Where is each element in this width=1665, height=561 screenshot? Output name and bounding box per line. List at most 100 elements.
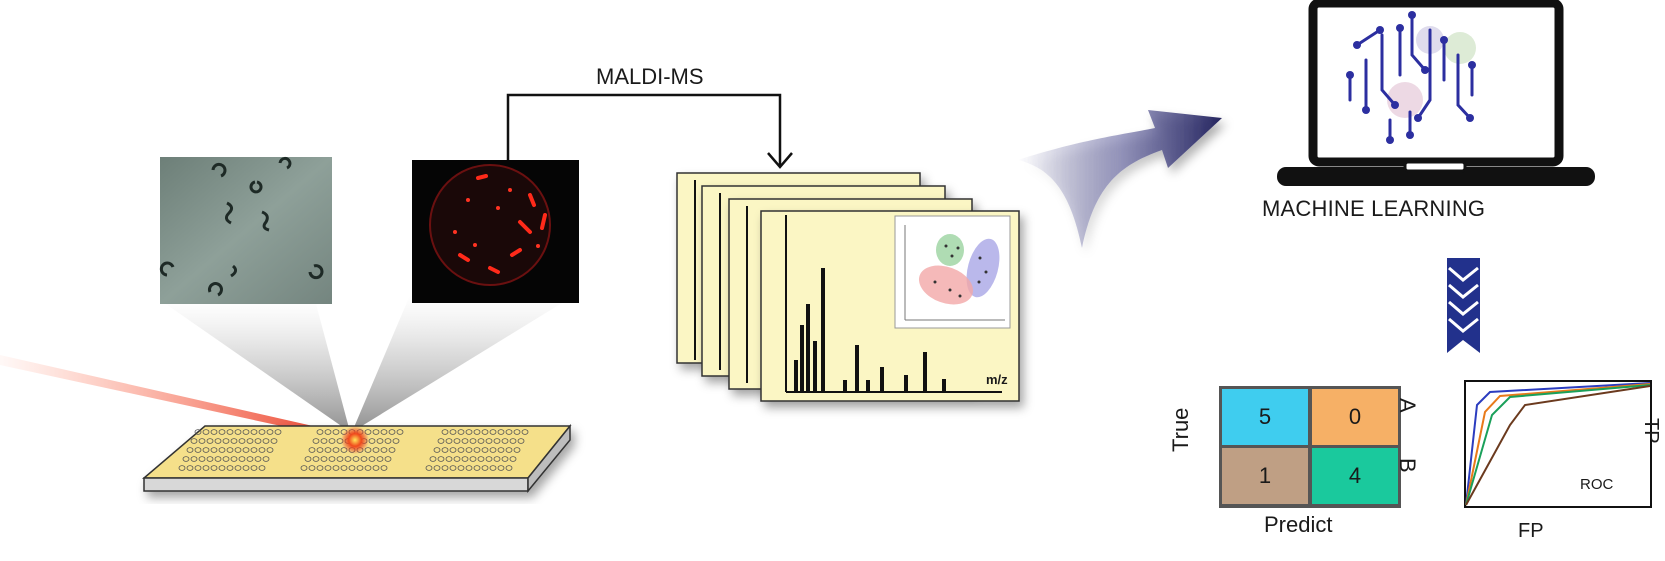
target-well — [469, 456, 477, 462]
target-well — [186, 447, 194, 453]
confusion-cell-true-b-pred-a: 1 — [1222, 448, 1308, 504]
target-well — [465, 447, 473, 453]
target-well — [242, 429, 250, 435]
target-well — [258, 429, 266, 435]
target-well — [473, 447, 481, 453]
target-well — [218, 429, 226, 435]
target-well — [190, 438, 198, 444]
maldi-connector — [506, 93, 793, 169]
target-well — [392, 438, 400, 444]
roc-label: ROC — [1580, 476, 1614, 493]
target-well — [332, 447, 340, 453]
target-well — [457, 447, 465, 453]
target-well — [304, 456, 312, 462]
target-well — [473, 429, 481, 435]
target-well — [266, 447, 274, 453]
target-well — [300, 465, 308, 471]
class-b-label: B — [1395, 458, 1420, 473]
fluorescence-image — [412, 160, 579, 303]
target-well — [372, 447, 380, 453]
target-well — [316, 447, 324, 453]
target-well — [360, 456, 368, 462]
target-well — [182, 456, 190, 462]
target-well — [513, 429, 521, 435]
confusion-cell-true-a-pred-b: 0 — [1312, 389, 1398, 445]
target-well — [320, 438, 328, 444]
target-well — [274, 429, 282, 435]
target-well — [340, 465, 348, 471]
target-well — [429, 456, 437, 462]
target-well — [509, 456, 517, 462]
target-well — [316, 465, 324, 471]
target-well — [449, 447, 457, 453]
target-well — [477, 456, 485, 462]
target-well — [481, 447, 489, 453]
target-well — [242, 447, 250, 453]
laser-beam — [0, 355, 357, 442]
target-well — [441, 447, 449, 453]
roc-plot — [1464, 380, 1652, 508]
target-well — [352, 456, 360, 462]
target-well — [186, 465, 194, 471]
confusion-cell-true-b-pred-b: 4 — [1312, 448, 1398, 504]
target-well — [234, 447, 242, 453]
target-well — [324, 429, 332, 435]
spectra-stack — [676, 172, 1020, 402]
machine-learning-label: MACHINE LEARNING — [1262, 196, 1486, 221]
maldi-ms-label: MALDI-MS — [596, 64, 704, 89]
target-well — [441, 429, 449, 435]
target-well — [226, 465, 234, 471]
target-well — [453, 438, 461, 444]
mz-axis-label: m/z — [986, 372, 1008, 387]
fp-axis-label: FP — [1518, 520, 1544, 542]
target-well — [384, 456, 392, 462]
brain-circuit-icon — [1346, 11, 1476, 144]
target-well — [489, 465, 497, 471]
target-well — [218, 465, 226, 471]
target-well — [210, 447, 218, 453]
target-well — [376, 456, 384, 462]
target-well — [238, 438, 246, 444]
target-well — [485, 438, 493, 444]
target-well — [457, 429, 465, 435]
target-well — [230, 438, 238, 444]
target-well — [396, 429, 404, 435]
target-well — [332, 429, 340, 435]
target-well — [364, 447, 372, 453]
target-well — [445, 456, 453, 462]
target-well — [178, 465, 186, 471]
target-well — [461, 456, 469, 462]
target-well — [316, 429, 324, 435]
target-well — [517, 438, 525, 444]
target-well — [425, 465, 433, 471]
target-well — [469, 438, 477, 444]
target-well — [437, 438, 445, 444]
predict-axis-label: Predict — [1264, 512, 1333, 537]
target-well — [308, 465, 316, 471]
target-well — [312, 438, 320, 444]
target-well — [485, 456, 493, 462]
target-well — [194, 465, 202, 471]
target-well — [372, 465, 380, 471]
target-well — [226, 447, 234, 453]
target-well — [258, 465, 266, 471]
target-well — [214, 456, 222, 462]
target-well — [242, 465, 250, 471]
light-cones — [160, 295, 575, 432]
target-well — [437, 456, 445, 462]
target-well — [250, 447, 258, 453]
target-well — [489, 429, 497, 435]
target-well — [226, 429, 234, 435]
target-well — [509, 438, 517, 444]
target-well — [234, 465, 242, 471]
target-well — [380, 447, 388, 453]
true-axis-label: True — [1168, 407, 1193, 452]
target-well — [368, 438, 376, 444]
target-well — [210, 429, 218, 435]
target-well — [312, 456, 320, 462]
target-well — [441, 465, 449, 471]
target-well — [457, 465, 465, 471]
target-well — [332, 465, 340, 471]
chevron-down-icon — [1447, 258, 1480, 353]
